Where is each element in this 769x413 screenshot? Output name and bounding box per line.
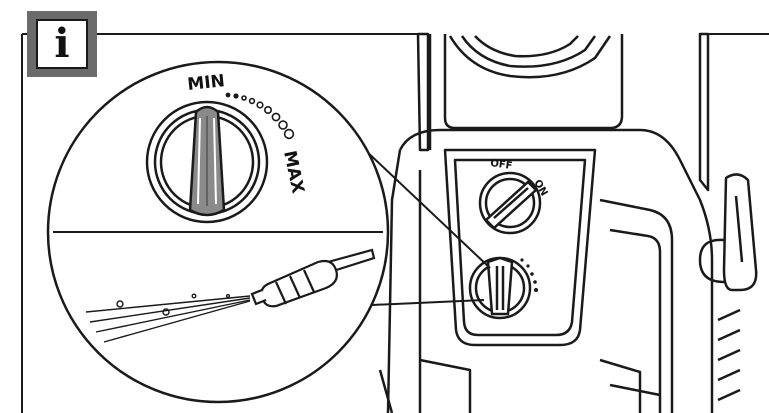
pressure-dial-body	[468, 256, 532, 320]
magnified-scale-dots	[225, 92, 295, 140]
callout-lines	[362, 147, 491, 306]
info-icon: i	[36, 19, 88, 69]
magnified-pressure-dial	[145, 100, 269, 224]
min-label: MIN	[186, 71, 225, 95]
frame-lines	[21, 33, 769, 413]
info-badge: i	[27, 11, 97, 77]
washer-body	[378, 32, 758, 413]
water-spray	[85, 293, 251, 343]
dial-scale-dots-body	[520, 258, 538, 292]
info-glyph: i	[54, 20, 70, 67]
magnifier-circle	[46, 60, 390, 404]
on-off-switch	[478, 171, 542, 235]
magnified-nozzle	[250, 248, 376, 308]
off-label: OFF	[490, 158, 513, 172]
